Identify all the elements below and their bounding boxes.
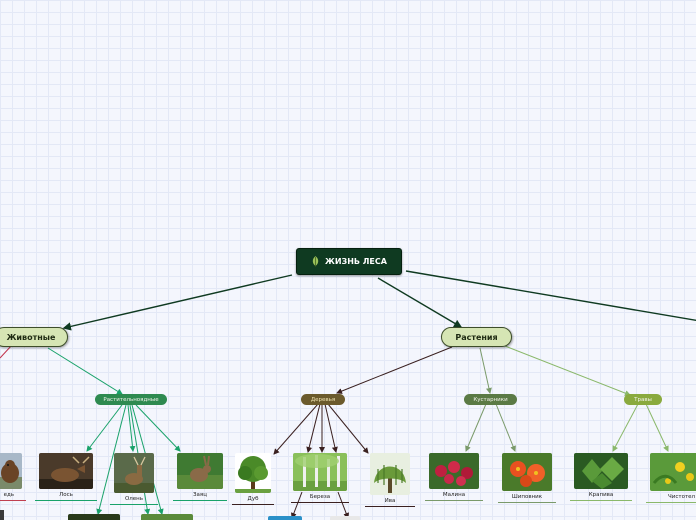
willow-image xyxy=(370,453,410,495)
leaf-bear[interactable]: едь xyxy=(0,453,26,501)
leaf-celandine[interactable]: Чистотел xyxy=(646,453,696,503)
subbranch-shrubs-label: Кустарники xyxy=(473,396,508,403)
subbranch-trees[interactable]: Деревья xyxy=(301,394,345,405)
deer-image xyxy=(114,453,154,493)
branch-plants[interactable]: Растения xyxy=(441,327,512,347)
link-root-offscreen xyxy=(405,270,696,322)
rosehip-image xyxy=(502,453,552,491)
leaf-rosehip[interactable]: Шиповник xyxy=(498,453,556,503)
link-animals-offscreen xyxy=(0,344,13,359)
raspberry-image xyxy=(429,453,479,489)
leaf-willow[interactable]: Ива xyxy=(365,453,415,507)
herbivore-image-cut-2 xyxy=(141,514,193,520)
moose-image xyxy=(39,453,93,489)
link-trees-b1 xyxy=(306,403,321,453)
subbranch-herbivores-label: Растительноядные xyxy=(103,396,159,403)
leaf-raspberry-caption: Малина xyxy=(425,492,483,501)
leaf-moose[interactable]: Лось xyxy=(35,453,97,501)
branch-animals[interactable]: Животные xyxy=(0,327,68,347)
bear-image xyxy=(0,453,22,489)
link-birch-down-2 xyxy=(337,491,350,519)
leaf-birch-caption: Береза xyxy=(291,494,349,503)
link-root-animals xyxy=(62,274,293,331)
subbranch-herbivores[interactable]: Растительноядные xyxy=(95,394,167,405)
link-herb-moose xyxy=(86,404,123,452)
link-shrubs-rosehip xyxy=(495,403,516,452)
leaf-moose-caption: Лось xyxy=(35,492,97,501)
birch-image xyxy=(293,453,347,491)
branch-plants-label: Растения xyxy=(455,332,498,342)
herbivore-image-cut-1 xyxy=(68,514,120,520)
hare-image xyxy=(177,453,223,489)
leaf-hare[interactable]: Заяц xyxy=(173,453,227,501)
link-trees-oak xyxy=(273,403,319,455)
subbranch-trees-label: Деревья xyxy=(310,396,336,403)
branch-animals-label: Животные xyxy=(6,332,56,342)
link-animals-herbivores xyxy=(47,347,123,395)
link-herb-a xyxy=(96,404,127,515)
bear-side-image-cut xyxy=(0,510,4,520)
leaf-icon xyxy=(312,256,319,267)
link-shrubs-raspberry xyxy=(465,403,487,452)
link-trees-b2 xyxy=(324,403,338,453)
leaf-willow-caption: Ива xyxy=(365,498,415,507)
link-grasses-nettle xyxy=(612,403,639,452)
celandine-image xyxy=(650,453,696,491)
link-grasses-celandine xyxy=(645,403,669,452)
link-herb-deer xyxy=(127,404,136,452)
leaf-rosehip-caption: Шиповник xyxy=(498,494,556,503)
leaf-nettle-caption: Крапива xyxy=(570,492,632,501)
link-plants-shrubs xyxy=(479,347,492,394)
subbranch-shrubs[interactable]: Кустарники xyxy=(464,394,517,405)
leaf-deer-caption: Олень xyxy=(110,496,158,505)
tree-image-cut-2 xyxy=(330,516,360,520)
leaf-celandine-caption: Чистотел xyxy=(646,494,696,503)
leaf-deer[interactable]: Олень xyxy=(110,453,158,505)
leaf-birch[interactable]: Береза xyxy=(291,453,349,503)
link-plants-grasses xyxy=(504,345,631,396)
leaf-nettle[interactable]: Крапива xyxy=(570,453,632,501)
tree-image-cut-1 xyxy=(268,516,302,520)
leaf-hare-caption: Заяц xyxy=(173,492,227,501)
leaf-bear-caption: едь xyxy=(0,492,26,501)
leaf-raspberry[interactable]: Малина xyxy=(425,453,483,501)
leaf-oak-caption: Дуб xyxy=(232,496,274,505)
root-node[interactable]: ЖИЗНЬ ЛЕСА xyxy=(296,248,402,275)
link-plants-trees xyxy=(336,346,453,394)
link-trees-willow xyxy=(327,403,369,454)
link-birch-down-1 xyxy=(290,491,303,519)
root-title: ЖИЗНЬ ЛЕСА xyxy=(325,257,387,266)
leaf-oak[interactable]: Дуб xyxy=(232,453,274,505)
oak-image xyxy=(235,453,271,493)
subbranch-grasses[interactable]: Травы xyxy=(624,394,662,405)
link-herb-hare xyxy=(135,404,181,452)
subbranch-grasses-label: Травы xyxy=(634,396,652,403)
link-root-plants xyxy=(377,277,463,328)
nettle-image xyxy=(574,453,628,489)
